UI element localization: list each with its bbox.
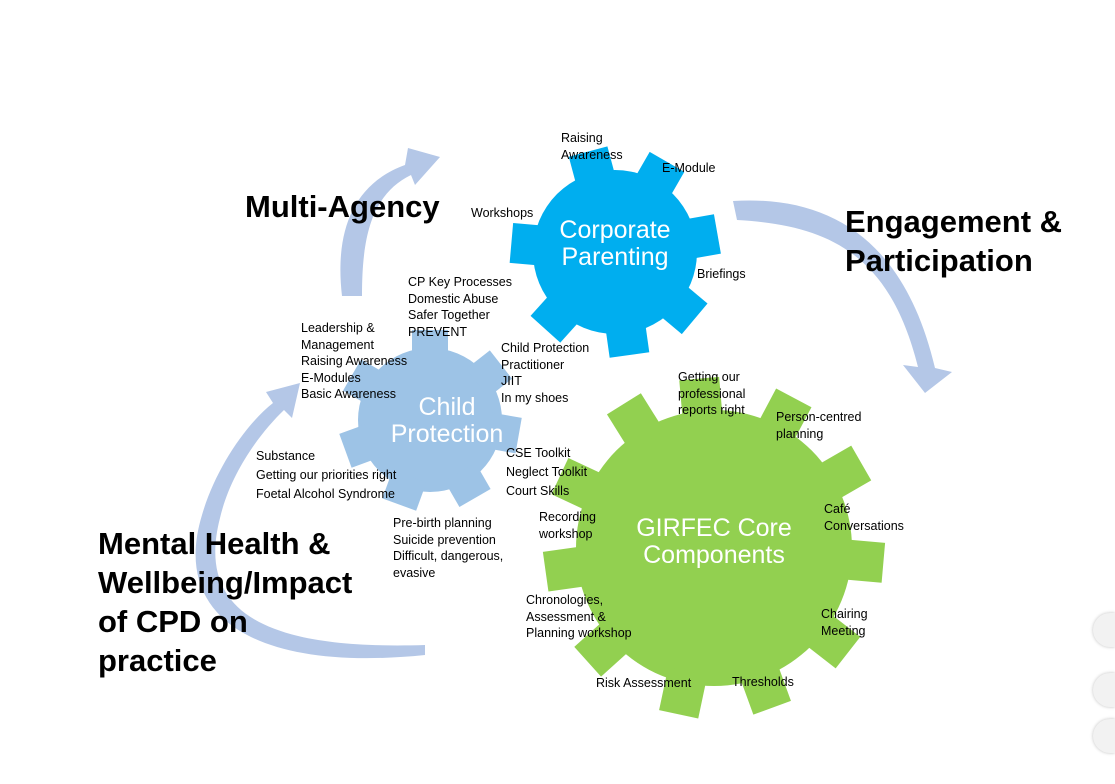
gear-title-line: Parenting	[561, 243, 669, 271]
label-line: PREVENT	[408, 324, 468, 339]
label-line: Chronologies,	[526, 593, 604, 607]
label-line: Practitioner	[501, 357, 565, 372]
label-leadership: Leadership & Management Raising Awarenes…	[301, 320, 407, 403]
label-e-module: E-Module	[662, 161, 716, 175]
label-toolkits: CSE Toolkit Neglect Toolkit Court Skills	[506, 444, 587, 501]
child-protection-title: Child Protection	[372, 394, 522, 448]
label-line: workshop	[539, 526, 593, 541]
label-line: Recording	[539, 510, 596, 524]
label-briefings: Briefings	[697, 267, 746, 281]
mental-health-heading-line: of CPD on	[98, 604, 248, 639]
label-line: Neglect Toolkit	[506, 465, 588, 479]
multi-agency-arrow	[340, 148, 440, 296]
girfec-title: GIRFEC Core Components	[624, 515, 804, 569]
label-line: JIIT	[501, 374, 522, 388]
engagement-heading-line: Engagement &	[845, 204, 1063, 239]
label-line: Raising Awareness	[301, 354, 408, 368]
side-bubble	[1093, 673, 1115, 707]
label-line: Planning workshop	[526, 626, 632, 640]
label-line: Management	[301, 337, 374, 352]
label-line: Substance	[256, 449, 316, 463]
side-bubble	[1093, 613, 1115, 647]
label-line: professional	[678, 386, 746, 401]
label-line: Pre-birth planning	[393, 516, 492, 530]
label-practitioner: Child Protection Practitioner JIIT In my…	[501, 340, 589, 406]
label-line: In my shoes	[501, 390, 569, 405]
label-line: Child Protection	[501, 341, 590, 355]
label-workshops: Workshops	[471, 206, 534, 220]
label-line: Assessment &	[526, 609, 606, 624]
label-pre-birth: Pre-birth planning Suicide prevention Di…	[393, 515, 503, 581]
label-line: Safer Together	[408, 308, 490, 322]
gear-title-line: GIRFEC Core	[636, 514, 792, 542]
label-cafe: Café Conversations	[824, 501, 904, 534]
label-person-centred: Person-centred planning	[776, 409, 861, 442]
label-line: Leadership &	[301, 321, 375, 335]
label-line: planning	[776, 426, 824, 441]
label-line: Basic Awareness	[301, 387, 396, 401]
label-line: Conversations	[824, 518, 904, 533]
label-line: Getting our priorities right	[256, 468, 397, 482]
corporate-parenting-title: Corporate Parenting	[540, 217, 690, 271]
girfec-gear	[542, 376, 886, 719]
label-line: Getting our	[678, 370, 740, 384]
side-bubble	[1093, 719, 1115, 753]
label-line: Chairing	[821, 607, 868, 621]
mental-health-heading-line: Mental Health &	[98, 526, 331, 561]
mental-health-heading: Mental Health & Wellbeing/Impact of CPD …	[98, 524, 352, 680]
gear-title-line: Components	[643, 541, 785, 569]
label-reports: Getting our professional reports right	[678, 369, 745, 419]
label-line: Café	[824, 502, 851, 516]
label-chronologies: Chronologies, Assessment & Planning work…	[526, 592, 632, 642]
gear-title-line: Corporate	[559, 216, 671, 244]
label-recording: Recording workshop	[539, 509, 596, 542]
label-line: Difficult, dangerous,	[393, 549, 504, 563]
gear-title-line: Child	[418, 393, 476, 421]
label-substance: Substance Getting our priorities right F…	[256, 447, 396, 504]
label-line: Awareness	[561, 147, 623, 162]
label-line: Court Skills	[506, 484, 570, 498]
label-line: Foetal Alcohol Syndrome	[256, 487, 395, 501]
label-line: Domestic Abuse	[408, 291, 499, 306]
label-line: evasive	[393, 565, 436, 580]
engagement-arrow	[733, 200, 952, 393]
label-line: E-Modules	[301, 370, 361, 385]
corporate-parenting-gear	[509, 146, 721, 358]
label-risk-assessment: Risk Assessment	[596, 676, 692, 690]
engagement-heading: Engagement & Participation	[845, 202, 1062, 280]
label-cp-key-processes: CP Key Processes Domestic Abuse Safer To…	[408, 274, 512, 340]
label-line: reports right	[678, 403, 745, 417]
child-protection-gear	[339, 330, 522, 511]
label-line: Meeting	[821, 623, 866, 638]
label-raising-awareness: Raising Awareness	[561, 130, 623, 163]
gear-title-line: Protection	[390, 420, 504, 448]
mental-health-heading-line: Wellbeing/Impact	[98, 565, 353, 600]
multi-agency-heading: Multi-Agency	[245, 189, 440, 224]
label-line: CSE Toolkit	[506, 446, 571, 460]
engagement-heading-line: Participation	[845, 243, 1033, 278]
label-chairing: Chairing Meeting	[821, 606, 868, 639]
label-line: CP Key Processes	[408, 275, 512, 289]
label-line: Raising	[561, 131, 603, 145]
mental-health-heading-line: practice	[98, 643, 217, 678]
label-thresholds: Thresholds	[732, 675, 794, 689]
label-line: Suicide prevention	[393, 532, 496, 547]
label-line: Person-centred	[776, 410, 862, 424]
